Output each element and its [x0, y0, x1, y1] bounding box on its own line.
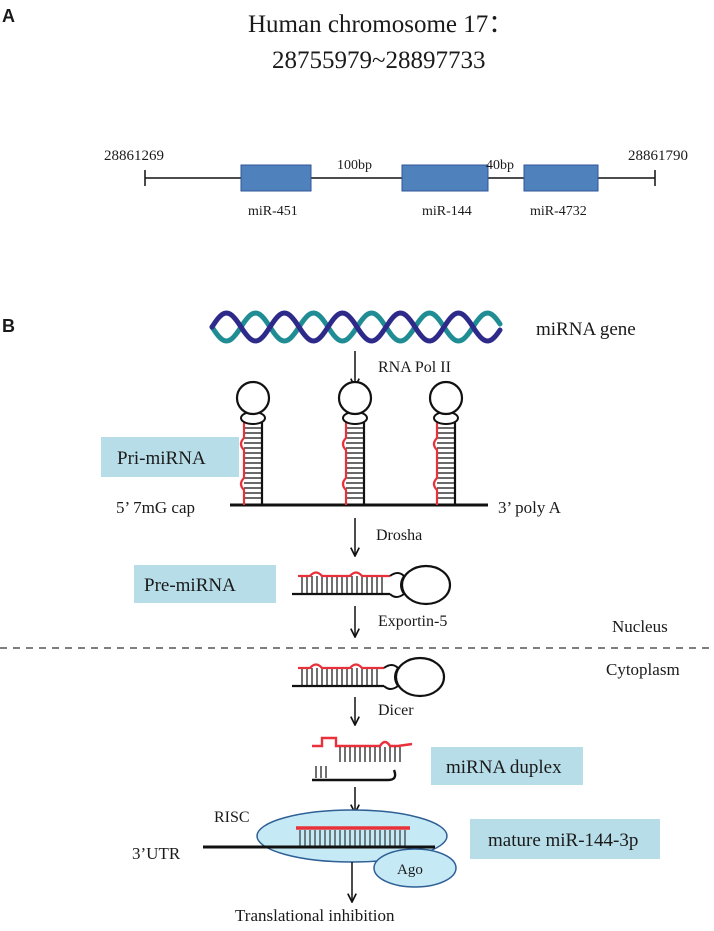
pre-mirna-label-box [134, 565, 276, 603]
mature-mirna-bound-strand [296, 826, 410, 846]
right-coordinate: 28861790 [628, 148, 688, 164]
hairpin-loop [235, 380, 271, 416]
risc-complex: Ago [203, 809, 457, 888]
mirna-gene-label: miRNA gene [536, 319, 636, 340]
gene-label-mir451: miR-451 [248, 204, 298, 219]
panel-b-letter: B [2, 316, 15, 336]
chromosome-title-line2: 28755979~28897733 [272, 47, 486, 74]
panel-a-letter: A [2, 6, 15, 26]
hairpin-loop [428, 380, 464, 416]
cytoplasmic-pre-mirna-hairpin [292, 656, 446, 698]
pri-mirna-hairpin [235, 380, 271, 505]
pre-mirna-hairpin [292, 564, 452, 606]
passenger-strand [312, 769, 397, 782]
duplex-label: miRNA duplex [446, 757, 562, 778]
gap-label-100bp: 100bp [337, 158, 372, 173]
hairpin-loop [394, 656, 446, 698]
pri-mirna-label: Pri-miRNA [117, 448, 206, 469]
ago-label: Ago [397, 862, 423, 878]
pri-mirna-hairpin [337, 380, 373, 505]
helix-strand [209, 310, 503, 344]
pri-mirna-structure [230, 380, 488, 507]
gene-label-mir4732: miR-4732 [530, 204, 587, 219]
ago-protein [373, 848, 457, 888]
exportin-label: Exportin-5 [378, 613, 447, 630]
mirna-guide-strand [312, 736, 413, 748]
chromosome-title-line1: Human chromosome 17： [248, 11, 513, 38]
dna-double-helix [209, 310, 503, 344]
duplex-label-box [431, 747, 583, 785]
nucleus-label: Nucleus [612, 617, 668, 636]
mirna-strand [298, 663, 384, 670]
gap-label-40bp: 40bp [486, 158, 514, 173]
translational-inhibition-label: Translational inhibition [235, 906, 395, 925]
mature-mirna-label-box [470, 819, 660, 859]
utr-label: 3’UTR [132, 844, 181, 863]
mirna-strand [298, 571, 390, 578]
pri-mirna-label-box [101, 437, 239, 477]
cap-label: 5’ 7mG cap [116, 498, 195, 517]
gene-box-mir4732 [523, 164, 599, 192]
mirna-duplex [312, 736, 413, 782]
dicer-label: Dicer [378, 702, 414, 719]
mature-mirna-label: mature miR-144-3p [488, 830, 638, 851]
cytoplasm-label: Cytoplasm [606, 660, 680, 679]
mirna-strand [432, 420, 439, 505]
drosha-label: Drosha [376, 527, 422, 544]
gene-box-mir451 [240, 164, 312, 192]
pri-mirna-hairpin [428, 380, 464, 505]
gene-locus-map: 28861269 28861790 100bp 40bp miR-451 miR… [104, 148, 688, 219]
gene-box-mir144 [401, 164, 489, 192]
pre-mirna-label: Pre-miRNA [144, 575, 236, 596]
polya-label: 3’ poly A [498, 498, 562, 517]
risc-label: RISC [214, 809, 250, 826]
left-coordinate: 28861269 [104, 148, 164, 164]
rna-pol-label: RNA Pol II [378, 359, 451, 376]
mirna-strand [239, 420, 246, 505]
gene-label-mir144: miR-144 [422, 204, 472, 219]
hairpin-loop [337, 380, 373, 416]
hairpin-loop [400, 564, 452, 606]
mirna-strand [341, 420, 348, 505]
